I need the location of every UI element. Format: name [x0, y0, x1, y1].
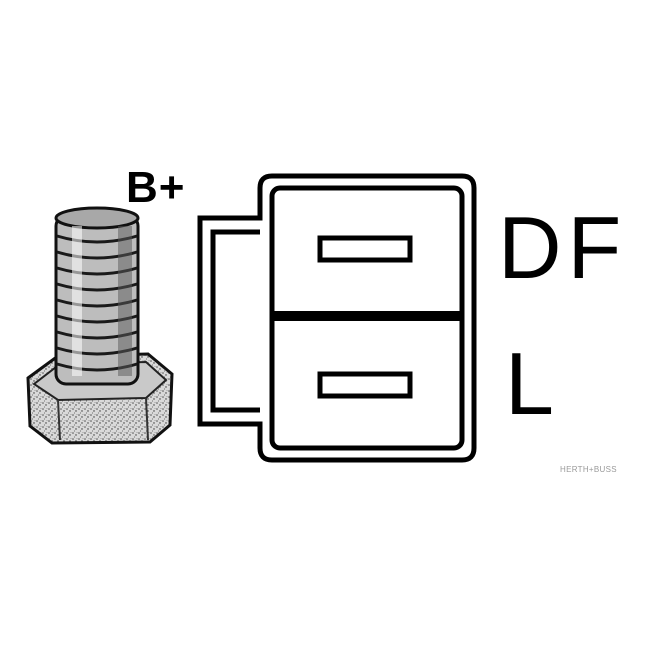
stud-top — [54, 206, 140, 230]
hex-nut-edge-right — [145, 397, 149, 441]
stud-shading — [72, 226, 82, 376]
brand-watermark: HERTH+BUSS — [560, 465, 617, 474]
df-pin-slot — [317, 235, 413, 263]
plug-connector — [197, 173, 477, 463]
df-label: DF — [498, 198, 628, 297]
hex-nut-edge-left — [57, 399, 61, 441]
l-pin-slot — [317, 371, 413, 399]
connector-latch — [210, 229, 260, 413]
l-label: L — [505, 334, 554, 433]
stud-shading-dark — [118, 226, 132, 376]
b-plus-stud-terminal — [26, 206, 174, 445]
b-plus-label: B+ — [126, 163, 186, 212]
